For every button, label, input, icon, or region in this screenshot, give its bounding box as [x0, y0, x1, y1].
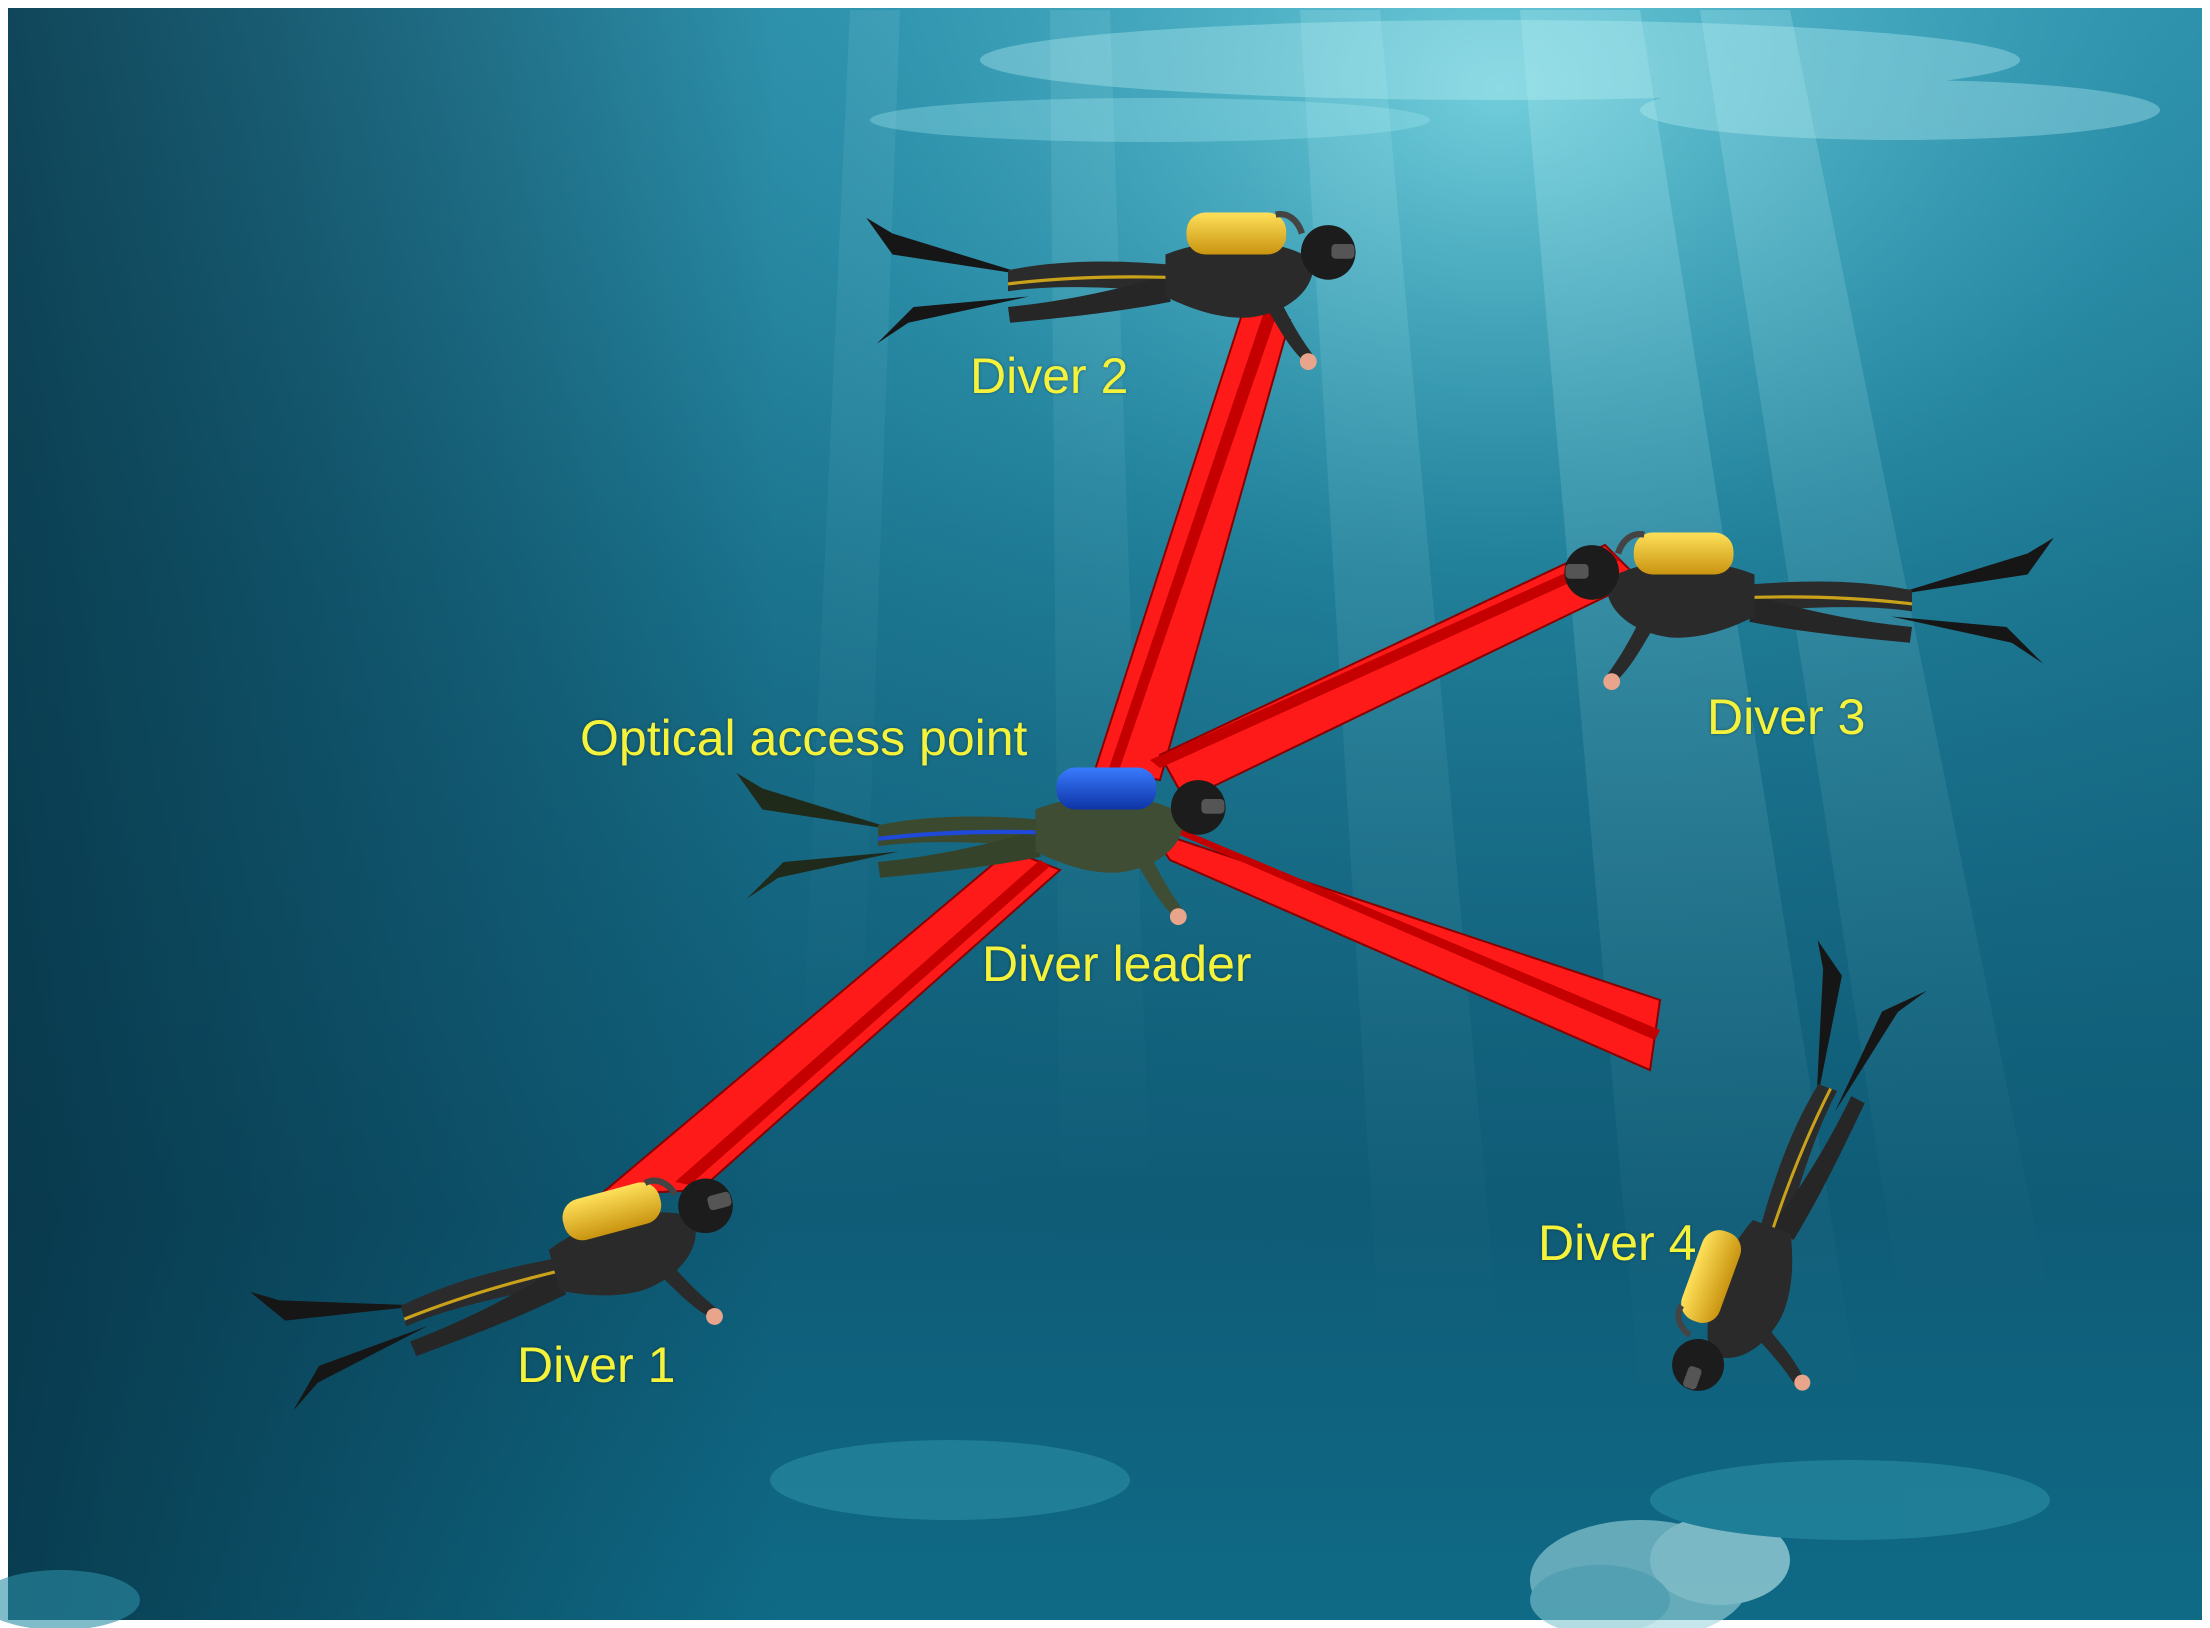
label-diver-leader: Diver leader — [982, 936, 1252, 992]
optical-beam — [1105, 300, 1280, 782]
label-diver-1: Diver 1 — [517, 1337, 676, 1393]
optical-beams — [597, 300, 1662, 1197]
optical-beam — [1150, 552, 1620, 768]
label-diver-4: Diver 4 — [1538, 1215, 1697, 1271]
label-access-point: Optical access point — [580, 710, 1028, 766]
optical-beam — [1160, 820, 1660, 1040]
label-diver-3: Diver 3 — [1707, 689, 1866, 745]
optical-beam — [675, 860, 1050, 1185]
coral — [0, 1440, 2050, 1628]
label-diver-2: Diver 2 — [970, 348, 1129, 404]
